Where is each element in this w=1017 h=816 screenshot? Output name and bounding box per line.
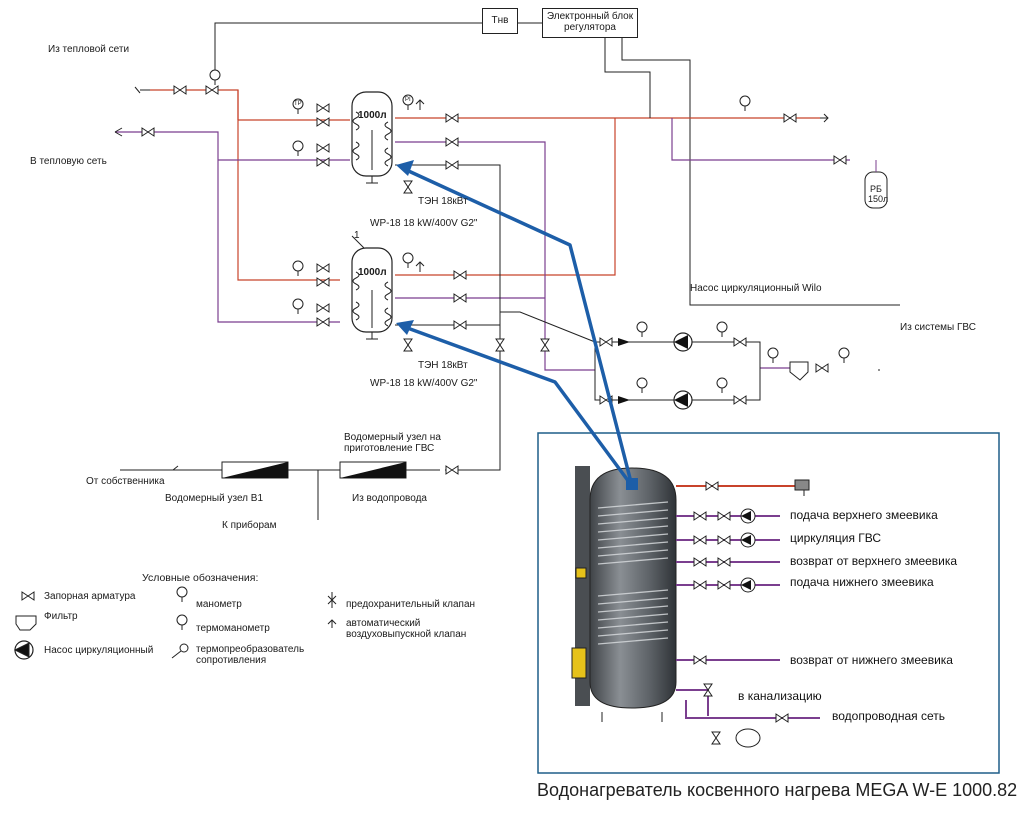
legend-filter: Фильтр xyxy=(44,611,78,622)
water-meter-dhw xyxy=(339,461,407,479)
legend-rtd: термопреобразователь сопротивления xyxy=(196,644,305,666)
gauge-pi-label: PI xyxy=(405,97,411,103)
pipe-ends xyxy=(114,86,829,471)
controller-label: Электронный блок регулятора xyxy=(546,11,634,33)
callout-arrowheads xyxy=(396,160,638,490)
inset-upper-coil-supply: подача верхнего змеевика xyxy=(790,508,938,522)
inset-dhw-circulation: циркуляция ГВС xyxy=(790,531,882,545)
pumps xyxy=(618,332,693,410)
inset-caption: Водонагреватель косвенного нагрева MEGA … xyxy=(537,780,1017,800)
inset-to-sewer: в канализацию xyxy=(738,689,822,703)
legend-safety-valve: предохранительный клапан xyxy=(346,599,476,610)
legend-manometer: манометр xyxy=(196,599,242,610)
supply-pipes xyxy=(150,89,820,281)
tank-1-heater: ТЭН 18кВт xyxy=(418,196,468,207)
return-pipes xyxy=(115,118,850,371)
tank-2-volume: 1000л xyxy=(358,267,387,278)
legend-thermomanometer: термоманометр xyxy=(196,623,270,634)
tank-2-model: WP-18 18 kW/400V G2" xyxy=(370,378,478,389)
inset-upper-coil-return: возврат от верхнего змеевика xyxy=(790,554,958,568)
tank-2-number: 1 xyxy=(354,230,360,241)
tank-1-volume: 1000л xyxy=(358,110,387,121)
meter-b1-label: Водомерный узел В1 xyxy=(165,493,264,504)
expansion-tank xyxy=(864,160,888,209)
from-dhw-system-label: Из системы ГВС xyxy=(900,322,976,333)
legend-symbols xyxy=(14,586,337,660)
from-heat-network-label: Из тепловой сети xyxy=(48,44,130,55)
legend-pump: Насос циркуляционный xyxy=(44,645,154,656)
legend-valve: Запорная арматура xyxy=(44,591,136,602)
tank-1-model: WP-18 18 kW/400V G2" xyxy=(370,218,478,229)
expansion-tank-label-2: 150л xyxy=(868,194,889,204)
callout-arrows xyxy=(401,166,634,488)
from-owner-label: От собственника xyxy=(86,476,165,487)
tank-2-heater: ТЭН 18кВт xyxy=(418,360,468,371)
to-heat-network-label: В тепловую сеть xyxy=(30,156,107,167)
gauge-tp-label: TP xyxy=(294,101,302,107)
from-water-supply-label: Из водопровода xyxy=(352,493,427,504)
tank-1 xyxy=(351,91,393,184)
inset-lower-coil-supply: подача нижнего змеевика xyxy=(790,575,934,589)
inset-lower-coil-return: возврат от нижнего змеевика xyxy=(790,653,953,667)
dhw-filter xyxy=(789,361,809,381)
inset-fittings xyxy=(693,479,810,748)
water-meter-b1 xyxy=(221,461,289,479)
legend-title: Условные обозначения: xyxy=(142,572,259,584)
controller-wiring xyxy=(214,22,900,306)
dhw-meter-text: Водомерный узел на приготовление ГВС xyxy=(344,432,441,454)
to-devices-label: К приборам xyxy=(222,520,277,531)
legend-air-vent: автоматический воздуховыпускной клапан xyxy=(346,618,467,640)
tnv-label: Тнв xyxy=(491,15,509,26)
tank-2 xyxy=(351,235,393,340)
expansion-tank-label-1: РБ xyxy=(870,184,882,194)
inset-water-network: водопроводная сеть xyxy=(832,709,945,723)
dhw-meter-label: Водомерный узел на приготовление ГВС xyxy=(344,432,454,454)
inset-tank xyxy=(571,466,677,722)
tnv-sensor: Тнв xyxy=(482,8,518,34)
pump-label: Насос циркуляционный Wilo xyxy=(690,283,822,294)
controller-block: Электронный блок регулятора xyxy=(542,8,638,38)
